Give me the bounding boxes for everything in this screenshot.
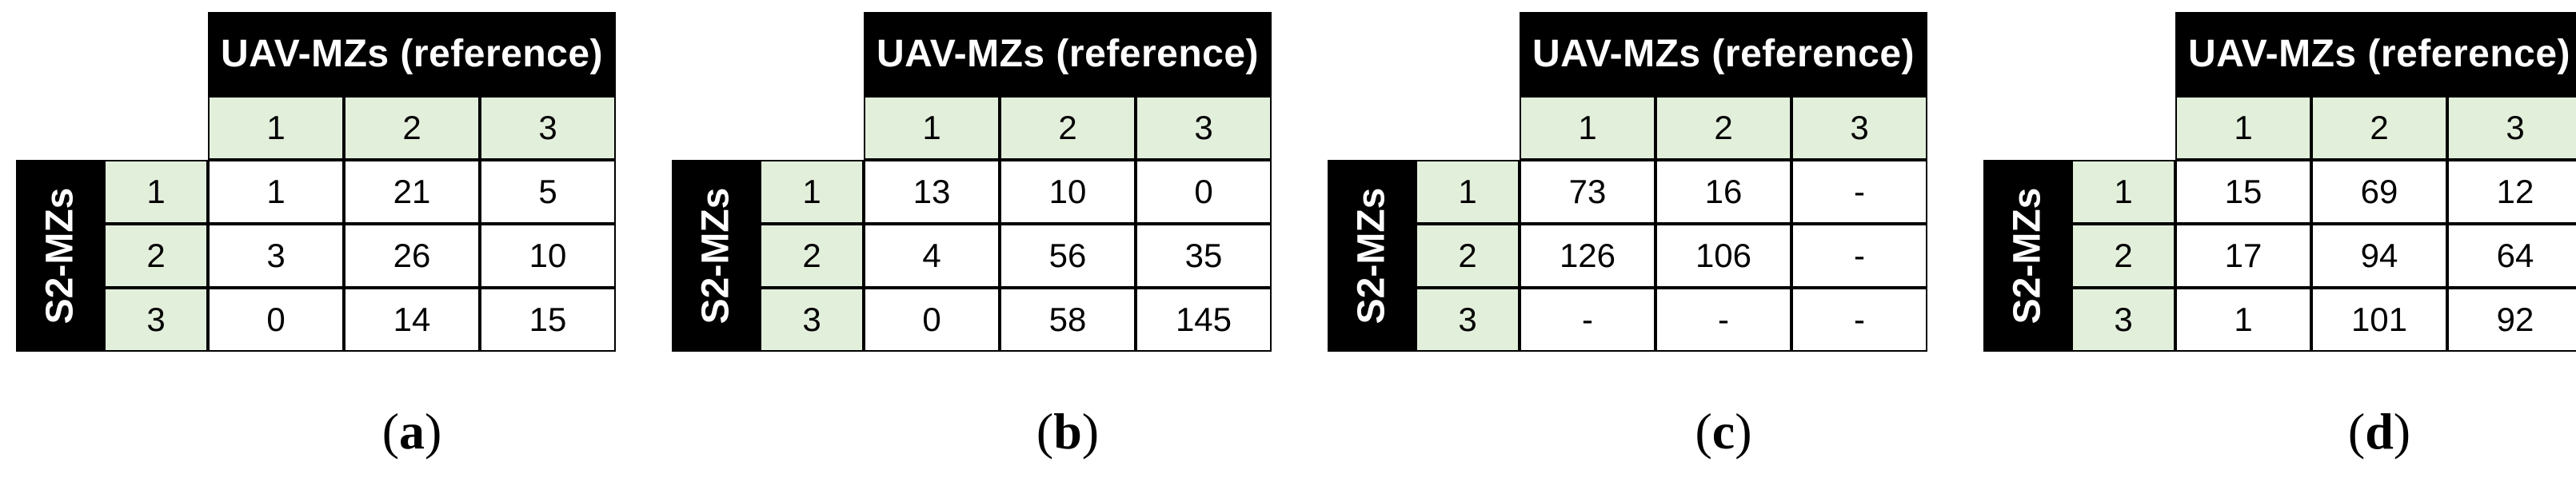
caption-open: ( xyxy=(1695,403,1712,460)
table-cell-r1-c3: 0 xyxy=(1136,160,1272,224)
table-cell-r2-c2: 26 xyxy=(344,224,480,288)
row-header-1: 1 xyxy=(1416,160,1520,224)
caption-close: ) xyxy=(425,403,442,460)
table-cell-r2-c2: 94 xyxy=(2311,224,2447,288)
table-cell-r3-c3: 145 xyxy=(1136,288,1272,352)
table-cell-r3-c2: - xyxy=(1655,288,1791,352)
caption-close: ) xyxy=(1735,403,1752,460)
table-cell-r3-c1: - xyxy=(1520,288,1655,352)
column-header-1: 1 xyxy=(2175,96,2311,160)
column-header-2: 2 xyxy=(1655,96,1791,160)
table-cell-r3-c1: 0 xyxy=(864,288,1000,352)
table-cell-r1-c1: 13 xyxy=(864,160,1000,224)
table-cell-r3-c3: 15 xyxy=(480,288,616,352)
table-cell-r1-c1: 15 xyxy=(2175,160,2311,224)
panel-caption: (d) xyxy=(2175,392,2576,472)
column-header-2: 2 xyxy=(2311,96,2447,160)
table-cell-r2-c3: - xyxy=(1791,224,1927,288)
row-header-2: 2 xyxy=(1416,224,1520,288)
panel-caption: (c) xyxy=(1520,392,1927,472)
caption-close: ) xyxy=(1081,403,1100,460)
row-header-3: 3 xyxy=(104,288,208,352)
row-group-label: S2-MZs xyxy=(694,187,737,325)
table-cell-r2-c1: 4 xyxy=(864,224,1000,288)
table-cell-r3-c3: 92 xyxy=(2447,288,2576,352)
table-cell-r1-c2: 69 xyxy=(2311,160,2447,224)
table-cell-r2-c3: 35 xyxy=(1136,224,1272,288)
caption-open: ( xyxy=(1036,403,1054,460)
row-group-label: S2-MZs xyxy=(2006,187,2049,325)
row-header-1: 1 xyxy=(104,160,208,224)
row-header-2: 2 xyxy=(760,224,864,288)
row-header-3: 3 xyxy=(2071,288,2175,352)
column-group-header: UAV-MZs (reference) xyxy=(864,12,1272,96)
row-group-header: S2-MZs xyxy=(16,160,104,352)
column-group-header: UAV-MZs (reference) xyxy=(1520,12,1927,96)
table-cell-r1-c3: - xyxy=(1791,160,1927,224)
table-cell-r3-c2: 101 xyxy=(2311,288,2447,352)
table-cell-r1-c3: 12 xyxy=(2447,160,2576,224)
caption-letter: c xyxy=(1711,403,1735,460)
caption-close: ) xyxy=(2393,403,2411,460)
table-cell-r1-c2: 16 xyxy=(1655,160,1791,224)
table-cell-r1-c2: 10 xyxy=(1000,160,1136,224)
table-cell-r1-c2: 21 xyxy=(344,160,480,224)
table-cell-r2-c1: 3 xyxy=(208,224,344,288)
column-header-2: 2 xyxy=(344,96,480,160)
column-header-1: 1 xyxy=(1520,96,1655,160)
caption-open: ( xyxy=(381,403,399,460)
table-cell-r3-c2: 14 xyxy=(344,288,480,352)
column-header-3: 3 xyxy=(2447,96,2576,160)
caption-open: ( xyxy=(2347,403,2366,460)
column-header-1: 1 xyxy=(864,96,1000,160)
column-header-1: 1 xyxy=(208,96,344,160)
row-header-1: 1 xyxy=(2071,160,2175,224)
table-cell-r1-c3: 5 xyxy=(480,160,616,224)
caption-letter: a xyxy=(399,403,425,460)
table-cell-r3-c1: 0 xyxy=(208,288,344,352)
row-group-header: S2-MZs xyxy=(672,160,760,352)
caption-letter: d xyxy=(2365,403,2394,460)
table-cell-r3-c3: - xyxy=(1791,288,1927,352)
table-cell-r1-c1: 1 xyxy=(208,160,344,224)
row-group-label: S2-MZs xyxy=(38,187,82,325)
column-header-3: 3 xyxy=(480,96,616,160)
row-header-2: 2 xyxy=(2071,224,2175,288)
table-cell-r2-c3: 64 xyxy=(2447,224,2576,288)
row-header-1: 1 xyxy=(760,160,864,224)
table-cell-r1-c1: 73 xyxy=(1520,160,1655,224)
row-group-label: S2-MZs xyxy=(1350,187,1393,325)
caption-letter: b xyxy=(1053,403,1082,460)
table-cell-r2-c2: 106 xyxy=(1655,224,1791,288)
column-header-3: 3 xyxy=(1136,96,1272,160)
panel-caption: (a) xyxy=(208,392,616,472)
table-cell-r3-c2: 58 xyxy=(1000,288,1136,352)
column-header-3: 3 xyxy=(1791,96,1927,160)
table-cell-r2-c1: 126 xyxy=(1520,224,1655,288)
row-group-header: S2-MZs xyxy=(1328,160,1416,352)
row-header-3: 3 xyxy=(1416,288,1520,352)
row-header-3: 3 xyxy=(760,288,864,352)
table-cell-r2-c2: 56 xyxy=(1000,224,1136,288)
table-cell-r2-c1: 17 xyxy=(2175,224,2311,288)
column-header-2: 2 xyxy=(1000,96,1136,160)
table-cell-r2-c3: 10 xyxy=(480,224,616,288)
table-cell-r3-c1: 1 xyxy=(2175,288,2311,352)
column-group-header: UAV-MZs (reference) xyxy=(2175,12,2576,96)
row-group-header: S2-MZs xyxy=(1983,160,2071,352)
row-header-2: 2 xyxy=(104,224,208,288)
panel-caption: (b) xyxy=(864,392,1272,472)
column-group-header: UAV-MZs (reference) xyxy=(208,12,616,96)
